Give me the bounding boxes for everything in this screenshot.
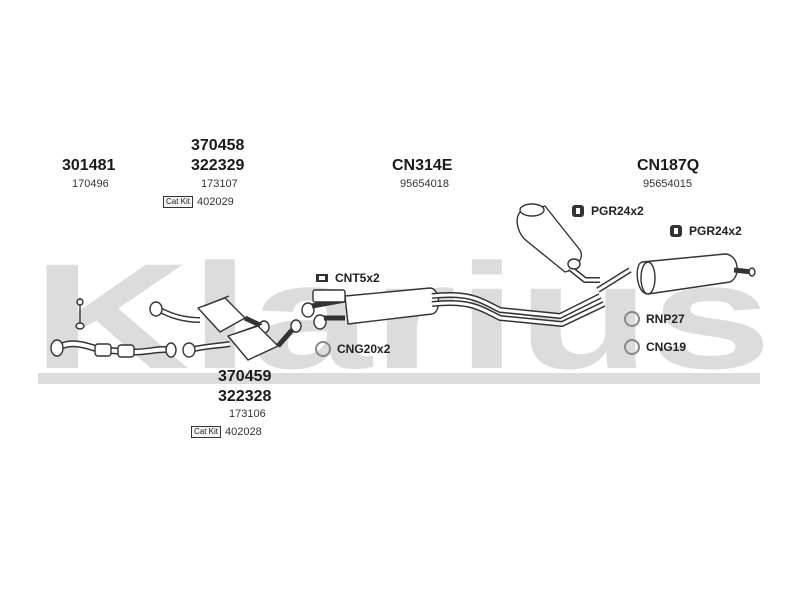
accessory-label: CNT5x2 bbox=[335, 271, 380, 285]
accessory-label: PGR24x2 bbox=[689, 224, 742, 238]
catalyst-322328 bbox=[182, 319, 302, 361]
accessory-cnt5x2: CNT5x2 bbox=[315, 271, 380, 285]
accessory-label: CNG19 bbox=[646, 340, 687, 354]
accessory-pgr24x2-a: PGR24x2 bbox=[571, 204, 644, 218]
gasket-ring-icon bbox=[624, 339, 640, 355]
rubber-mount-icon bbox=[669, 224, 683, 238]
cat-kit-badge: Cat Kit bbox=[191, 426, 222, 438]
ring-icon bbox=[624, 311, 640, 327]
accessory-label: PGR24x2 bbox=[591, 204, 644, 218]
middle-silencer-cn314e bbox=[301, 287, 606, 330]
clamp-icon bbox=[315, 271, 329, 285]
ref-number-95654018: 95654018 bbox=[400, 178, 449, 190]
watermark-underline bbox=[38, 373, 760, 384]
gasket-ring-icon bbox=[315, 341, 331, 357]
accessory-cng20x2: CNG20x2 bbox=[315, 341, 390, 357]
cat-kit-402028: Cat Kit 402028 bbox=[191, 426, 262, 438]
ref-number-170496: 170496 bbox=[72, 178, 109, 190]
upper-silencer bbox=[516, 203, 600, 283]
accessory-label: RNP27 bbox=[646, 312, 685, 326]
part-number-322329: 322329 bbox=[191, 157, 245, 174]
part-number-cn187q: CN187Q bbox=[637, 157, 700, 174]
accessory-rnp27: RNP27 bbox=[624, 311, 685, 327]
front-pipe-301481 bbox=[50, 298, 177, 358]
part-number-322328: 322328 bbox=[218, 388, 272, 405]
accessory-cng19: CNG19 bbox=[624, 339, 686, 355]
accessory-pgr24x2-b: PGR24x2 bbox=[669, 224, 742, 238]
part-number-370459: 370459 bbox=[218, 368, 272, 385]
rubber-mount-icon bbox=[571, 204, 585, 218]
ref-number-173107: 173107 bbox=[201, 178, 238, 190]
cat-kit-code: 402029 bbox=[197, 196, 234, 208]
ref-number-173106: 173106 bbox=[229, 408, 266, 420]
accessory-label: CNG20x2 bbox=[337, 342, 391, 356]
cat-kit-402029: Cat Kit 402029 bbox=[163, 196, 234, 208]
part-number-370458: 370458 bbox=[191, 137, 245, 154]
cat-kit-badge: Cat Kit bbox=[163, 196, 194, 208]
ref-number-95654015: 95654015 bbox=[643, 178, 692, 190]
part-number-301481: 301481 bbox=[62, 157, 116, 174]
cat-kit-code: 402028 bbox=[225, 426, 262, 438]
rear-silencer-cn187q bbox=[596, 253, 756, 295]
part-number-cn314e: CN314E bbox=[392, 157, 453, 174]
